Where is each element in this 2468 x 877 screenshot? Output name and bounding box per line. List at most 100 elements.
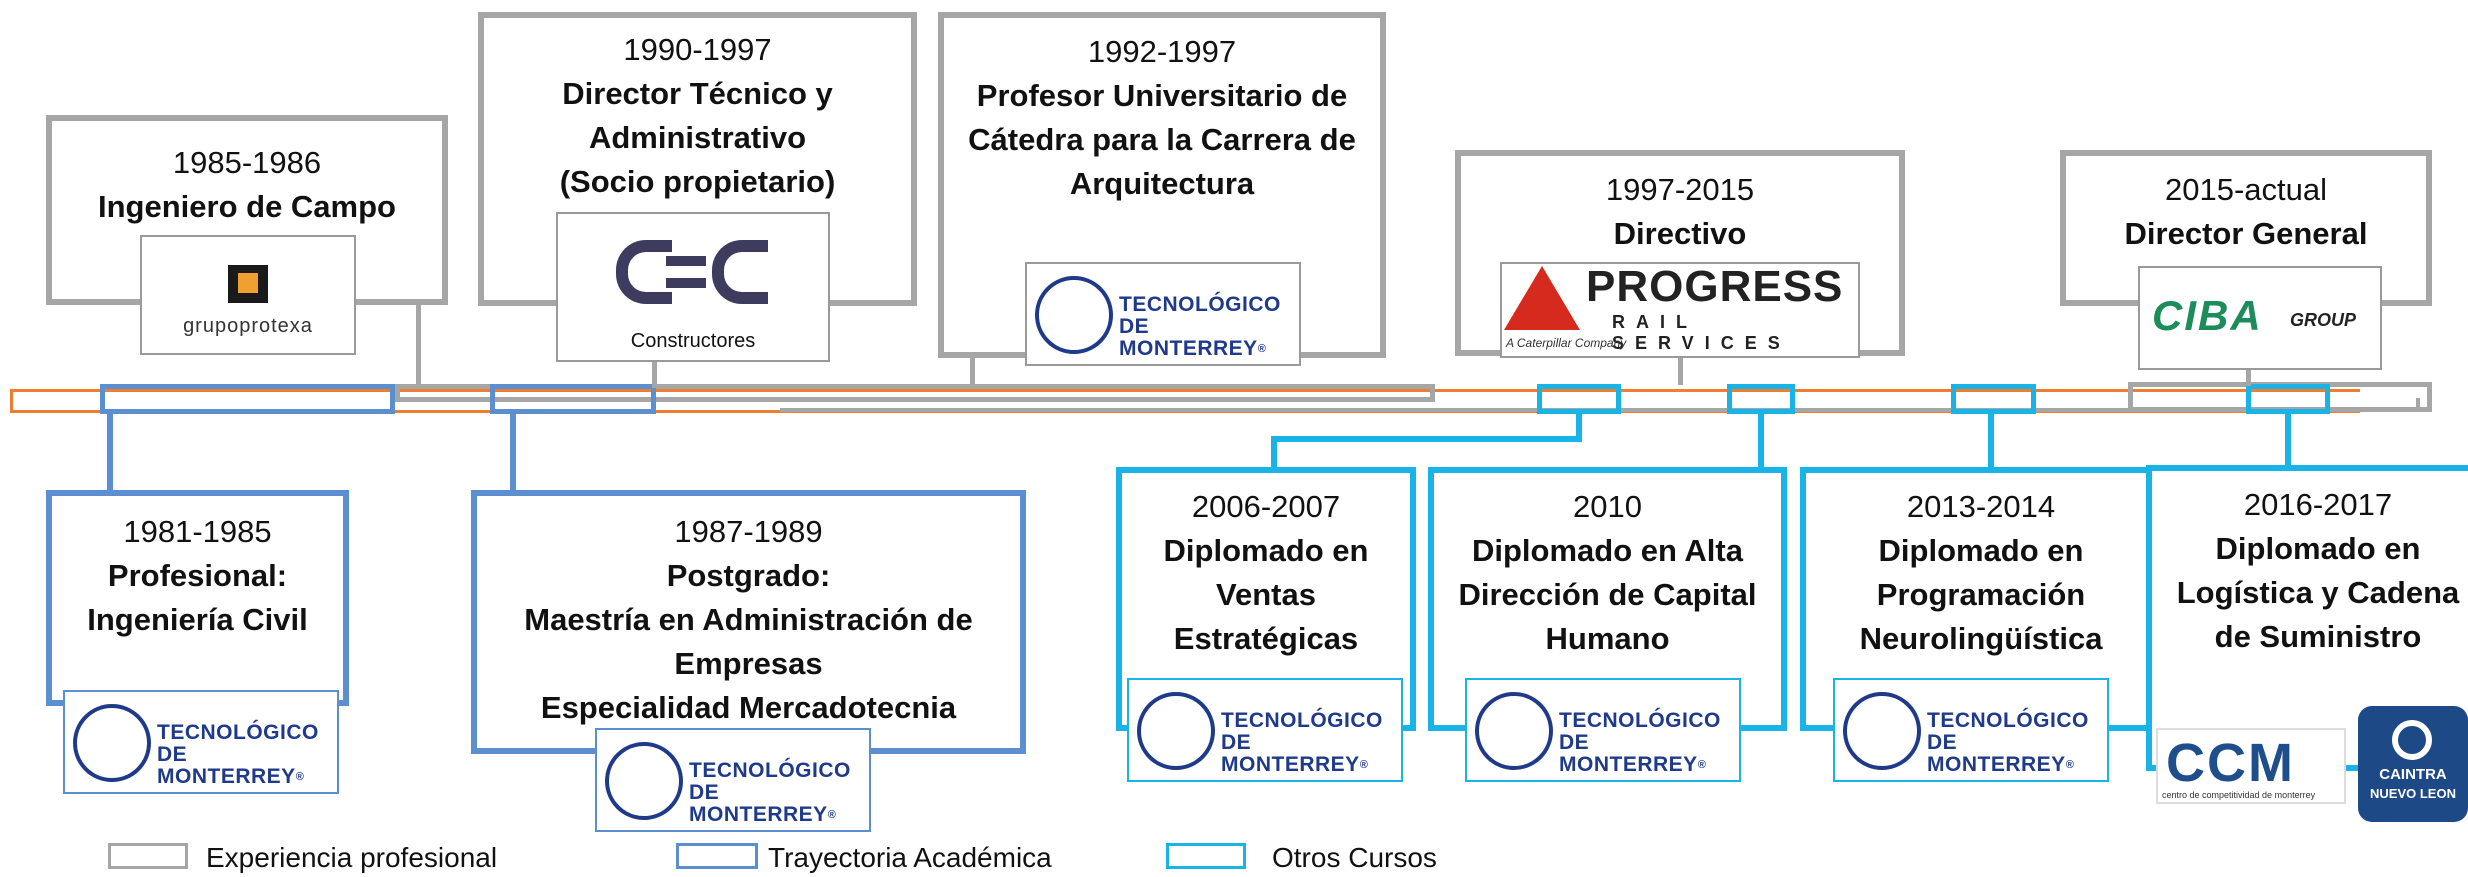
tec-monterrey-logo: TECNOLÓGICO DE MONTERREY® — [63, 690, 339, 794]
tec-monterrey-logo: TECNOLÓGICO DE MONTERREY® — [1465, 678, 1741, 782]
tec-logo-line2: DE MONTERREY® — [1119, 315, 1267, 360]
connector-line — [510, 412, 516, 492]
tec-logo-line1: TECNOLÓGICO — [1559, 709, 1721, 732]
years-label: 1997-2015 — [1605, 172, 1755, 207]
role-label: Arquitectura — [1069, 166, 1255, 201]
role-label: Profesor Universitario de — [976, 78, 1348, 113]
role-label: Estratégicas — [1173, 621, 1359, 656]
legend-label-professional: Experiencia profesional — [206, 842, 498, 873]
role-label: Cátedra para la Carrera de — [968, 122, 1356, 157]
connector-line — [2246, 370, 2251, 386]
csc-logo-text: Constructores — [630, 330, 756, 352]
tec-logo-line2: DE MONTERREY® — [157, 743, 305, 788]
years-label: 1985-1986 — [172, 145, 322, 180]
years-label: 2015-actual — [2164, 172, 2327, 207]
caintra-logo-text: CAINTRA — [2379, 766, 2447, 783]
role-label: Administrativo — [588, 120, 807, 155]
role-label: Director General — [2124, 216, 2368, 251]
tec-logo-line1: TECNOLÓGICO — [1221, 709, 1383, 732]
role-label: Director Técnico y — [562, 76, 833, 111]
registered-mark: ® — [1359, 759, 1369, 771]
role-label: Dirección de Capital — [1458, 577, 1757, 612]
years-label: 2013-2014 — [1906, 489, 2056, 524]
tec-monterrey-logo: TECNOLÓGICO DE MONTERREY® — [1833, 678, 2109, 782]
grupo-protexa-logo: grupoprotexa — [140, 235, 356, 355]
tec-monterrey-logo: TECNOLÓGICO DE MONTERREY® — [595, 728, 871, 832]
timeline-gray-bar — [395, 384, 1435, 402]
role-label: Especialidad Mercadotecnia — [540, 690, 957, 725]
tec-shield-icon — [1137, 692, 1215, 770]
timeline-segment-academic — [100, 384, 395, 414]
progress-logo-text: PROGRESS — [1586, 262, 1844, 311]
role-label: Diplomado en — [1878, 533, 2084, 568]
connector-line — [970, 355, 975, 385]
connector-line — [1271, 436, 1277, 468]
connector-line — [1271, 436, 1582, 442]
timeline-segment-course — [1951, 384, 2036, 414]
connector-line — [1758, 412, 1764, 470]
registered-mark: ® — [1697, 759, 1707, 771]
legend-label-academic: Trayectoria Académica — [768, 842, 1052, 873]
tec-shield-icon — [73, 704, 151, 782]
tec-logo-line1: TECNOLÓGICO — [1119, 293, 1281, 316]
caintra-logo: CAINTRA NUEVO LEON — [2358, 706, 2468, 822]
role-label: Diplomado en Alta — [1472, 533, 1743, 568]
role-label: Empresas — [674, 646, 823, 681]
tec-shield-icon — [1035, 276, 1113, 354]
csc-constructores-logo: Constructores — [556, 212, 830, 362]
legend-swatch-professional — [108, 843, 188, 869]
ccm-logo-caption: centro de competitividad de monterrey — [2162, 790, 2316, 800]
connector-line — [652, 358, 657, 388]
tec-logo-line2: DE MONTERREY® — [689, 781, 837, 826]
caintra-gear-icon — [2392, 720, 2432, 760]
legend-swatch-courses — [1166, 843, 1246, 869]
ciba-logo-sub: GROUP — [2290, 310, 2357, 330]
years-label: 1981-1985 — [123, 514, 272, 549]
ciba-group-logo: CIBA GROUP — [2138, 266, 2382, 370]
academic-box-1981: 1981-1985 Profesional: Ingeniería Civil — [46, 490, 349, 706]
progress-triangle-icon — [1504, 266, 1580, 330]
tec-logo-line1: TECNOLÓGICO — [1927, 709, 2089, 732]
registered-mark: ® — [827, 809, 837, 821]
timeline-segment-academic — [490, 384, 656, 414]
role-label: Humano — [1545, 621, 1670, 656]
timeline-segment-course — [1537, 384, 1621, 414]
tec-monterrey-logo: TECNOLÓGICO DE MONTERREY® — [1127, 678, 1403, 782]
tec-logo-line2: DE MONTERREY® — [1221, 731, 1369, 776]
caintra-logo-sub: NUEVO LEON — [2370, 786, 2456, 801]
connector-line — [2285, 412, 2291, 468]
years-label: 1987-1989 — [674, 514, 823, 549]
ciba-logo-text: CIBA — [2152, 292, 2263, 339]
progress-logo-caption: A Caterpillar Company — [1506, 336, 1627, 350]
progress-rail-logo: PROGRESS RAIL SERVICES A Caterpillar Com… — [1500, 262, 1860, 358]
registered-mark: ® — [1257, 343, 1267, 355]
tec-logo-line1: TECNOLÓGICO — [157, 721, 319, 744]
role-label: Ingeniero de Campo — [98, 189, 396, 224]
years-label: 1990-1997 — [623, 32, 772, 67]
connector-line — [1988, 412, 1994, 470]
role-label: Logística y Cadena — [2176, 575, 2460, 610]
connector-line — [416, 305, 421, 387]
role-label: Directivo — [1613, 216, 1747, 251]
role-label: Ventas — [1216, 577, 1316, 612]
timeline-segment-course — [1727, 384, 1795, 414]
connector-line — [1678, 355, 1683, 385]
protexa-logo-text: grupoprotexa — [183, 315, 313, 337]
role-label: Profesional: — [107, 558, 288, 593]
role-label: Diplomado en — [2215, 531, 2421, 566]
years-label: 2006-2007 — [1191, 489, 1341, 524]
role-label: (Socio propietario) — [559, 164, 836, 199]
tec-logo-line2: DE MONTERREY® — [1927, 731, 2075, 776]
protexa-mark-icon — [228, 265, 268, 303]
tec-shield-icon — [1843, 692, 1921, 770]
role-label: de Suministro — [2214, 619, 2422, 654]
ccm-logo: CCM centro de competitividad de monterre… — [2156, 728, 2346, 804]
role-label: Ingeniería Civil — [87, 602, 308, 637]
academic-box-1987: 1987-1989 Postgrado: Maestría en Adminis… — [471, 490, 1026, 754]
role-label: Postgrado: — [666, 558, 831, 593]
legend-swatch-academic — [676, 843, 758, 869]
tec-logo-line1: TECNOLÓGICO — [689, 759, 851, 782]
role-label: Neurolingüística — [1859, 621, 2103, 656]
role-label: Maestría en Administración de — [524, 602, 973, 637]
connector-line — [1576, 412, 1582, 440]
